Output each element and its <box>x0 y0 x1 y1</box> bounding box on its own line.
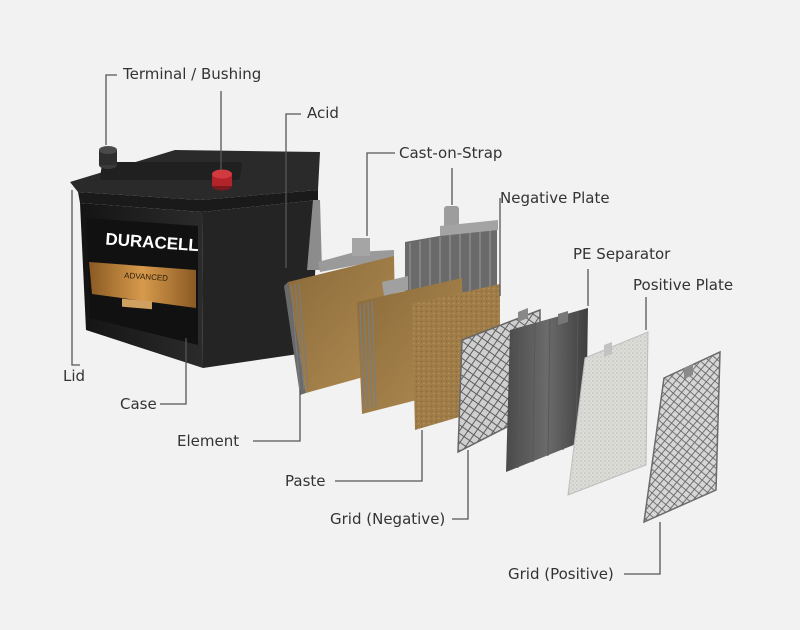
label-cast-on-strap: Cast-on-Strap <box>399 144 503 162</box>
battery-case <box>70 150 320 368</box>
label-grid-positive: Grid (Positive) <box>508 565 614 583</box>
positive-plate <box>567 331 649 496</box>
label-acid: Acid <box>307 104 339 122</box>
leader-grid-positive <box>624 522 661 575</box>
label-pe-separator: PE Separator <box>573 245 671 263</box>
battery-model: ADVANCED <box>124 271 169 283</box>
leader-element <box>253 390 301 442</box>
leader-lid <box>71 190 80 366</box>
leader-case <box>160 338 187 405</box>
pe-separator <box>506 308 588 472</box>
leader-lines <box>71 74 661 575</box>
label-negative-plate: Negative Plate <box>500 189 610 207</box>
label-element: Element <box>177 432 240 450</box>
label-positive-plate: Positive Plate <box>633 276 734 294</box>
terminal-positive <box>212 169 232 191</box>
terminal-negative <box>99 146 117 169</box>
grid-positive <box>643 350 721 524</box>
leader-paste <box>335 430 423 482</box>
label-grid-negative: Grid (Negative) <box>330 510 446 528</box>
leader-terminal <box>105 74 117 145</box>
leader-acid <box>285 113 301 268</box>
leader-grid-negative <box>452 450 469 520</box>
label-case: Case <box>120 395 157 413</box>
label-lid: Lid <box>63 367 86 385</box>
leader-strap <box>366 152 395 236</box>
label-paste: Paste <box>285 472 326 490</box>
label-terminal-bushing: Terminal / Bushing <box>123 65 262 83</box>
